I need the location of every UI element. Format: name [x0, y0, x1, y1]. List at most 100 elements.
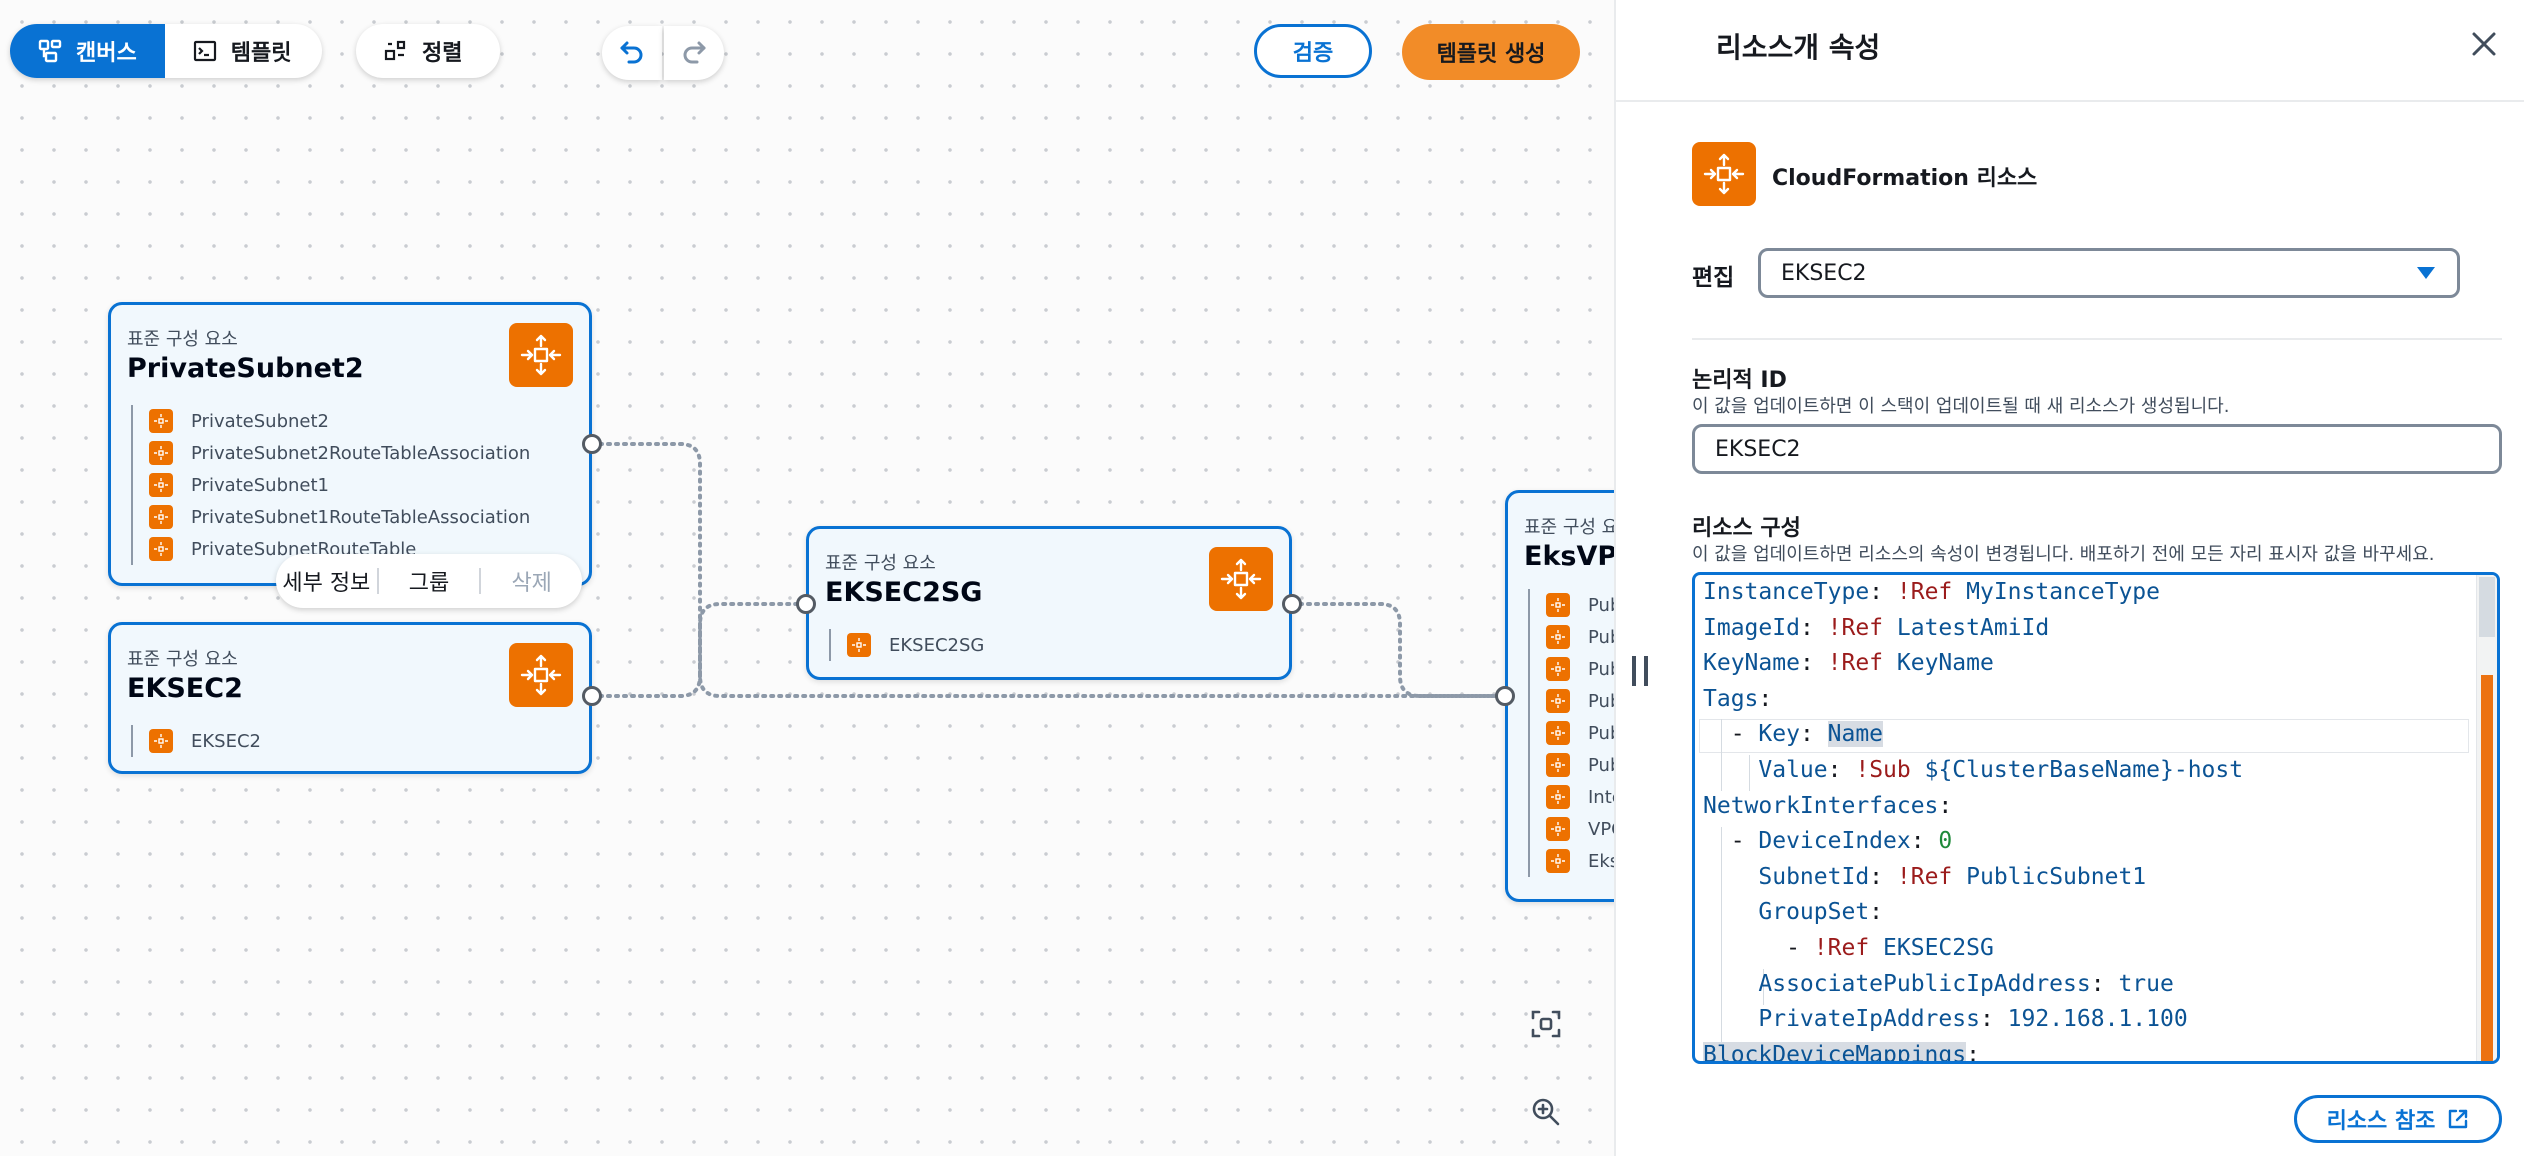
arrange-label: 정렬 — [422, 41, 463, 66]
logical-id-heading: 논리적 ID — [1692, 368, 1787, 393]
section-divider — [1692, 338, 2502, 340]
list-item[interactable]: PrivateSubnet1 — [149, 469, 530, 501]
list-item[interactable]: Pub — [1546, 749, 1614, 781]
connection-handle[interactable] — [1495, 686, 1515, 706]
logical-id-description: 이 값을 업데이트하면 이 스택이 업데이트될 때 새 리소스가 생성됩니다. — [1692, 396, 2230, 417]
code-content: InstanceType: !Ref MyInstanceType ImageI… — [1703, 575, 2243, 1061]
list-item[interactable]: Pub — [1546, 685, 1614, 717]
template-view-button[interactable]: 템플릿 — [165, 24, 320, 78]
caret-down-icon — [2417, 267, 2435, 279]
resource-reference-button[interactable]: 리소스 참조 — [2294, 1095, 2502, 1143]
canvas-view-button[interactable]: 캔버스 — [10, 24, 165, 78]
code-line: AssociatePublicIpAddress: true — [1758, 970, 2174, 997]
node-privatesubnet2[interactable]: 표준 구성 요소 PrivateSubnet2 PrivateSubnet2 P… — [108, 302, 592, 586]
connection-handle[interactable] — [582, 434, 602, 454]
indent-guide — [1749, 755, 1750, 791]
resource-icon — [1546, 721, 1570, 745]
resource-icon — [1546, 817, 1570, 841]
cloudformation-resource-icon — [1692, 142, 1756, 206]
fit-view-icon — [1530, 1008, 1562, 1044]
delete-menu-item[interactable]: 삭제 — [511, 571, 552, 596]
resource-icon — [1546, 753, 1570, 777]
code-line: NetworkInterfaces: — [1703, 792, 1953, 819]
code-line: InstanceType: !Ref MyInstanceType — [1703, 579, 2160, 605]
arrange-button[interactable]: 정렬 — [356, 24, 500, 78]
code-line: ImageId: !Ref LatestAmiId — [1703, 614, 2050, 641]
zoom-in-button[interactable] — [1520, 1088, 1572, 1140]
list-item[interactable]: PrivateSubnet2RouteTableAssociation — [149, 437, 530, 469]
scrollbar-thumb[interactable] — [2479, 577, 2495, 637]
node-eksec2sg[interactable]: 표준 구성 요소 EKSEC2SG EKSEC2SG — [806, 526, 1292, 680]
resource-icon — [1546, 593, 1570, 617]
code-line: KeyName: !Ref KeyName — [1703, 650, 1994, 677]
list-item[interactable]: Pub — [1546, 717, 1614, 749]
list-item[interactable]: Pub — [1546, 621, 1614, 653]
resource-icon — [1546, 657, 1570, 681]
close-icon — [2466, 32, 2502, 66]
connection-handle[interactable] — [796, 594, 816, 614]
template-icon — [193, 39, 217, 63]
code-line: SubnetId: !Ref PublicSubnet1 — [1758, 863, 2147, 890]
resource-config-heading: 리소스 구성 — [1692, 516, 1801, 541]
code-editor[interactable]: InstanceType: !Ref MyInstanceType ImageI… — [1692, 572, 2500, 1064]
list-item[interactable]: Pub — [1546, 589, 1614, 621]
resource-list: Pub Pub Pub Pub Pub Pub Inte VPC Eks — [1528, 589, 1614, 877]
external-link-icon — [2447, 1108, 2469, 1130]
resource-reference-label: 리소스 참조 — [2326, 1109, 2436, 1134]
redo-icon — [679, 36, 709, 70]
list-item-label: Pub — [1588, 754, 1614, 776]
resource-type-label: CloudFormation 리소스 — [1772, 166, 2038, 191]
menu-divider — [376, 568, 379, 594]
list-item[interactable]: PrivateSubnet2 — [149, 405, 530, 437]
resource-config-description: 이 값을 업데이트하면 리소스의 속성이 변경됩니다. 배포하기 전에 모든 자… — [1692, 544, 2435, 565]
resource-list: EKSEC2 — [131, 725, 261, 757]
indent-guide — [1721, 827, 1722, 1061]
close-button[interactable] — [2466, 26, 2502, 62]
node-category: 표준 구성 요소 — [127, 329, 238, 350]
list-item[interactable]: PrivateSubnet1RouteTableAssociation — [149, 501, 530, 533]
node-eksec2[interactable]: 표준 구성 요소 EKSEC2 EKSEC2 — [108, 622, 592, 774]
list-item[interactable]: Eks — [1546, 845, 1614, 877]
list-item[interactable]: EKSEC2 — [149, 725, 261, 757]
list-item[interactable]: EKSEC2SG — [847, 629, 984, 661]
canvas[interactable]: 캔버스 템플릿 정렬 검증 템플릿 생성 표준 구성 요소 PrivateSub — [0, 0, 1614, 1156]
connection-handle[interactable] — [1282, 594, 1302, 614]
resource-select[interactable]: EKSEC2 — [1758, 248, 2460, 298]
undo-button[interactable] — [602, 26, 662, 80]
resource-icon — [1546, 785, 1570, 809]
list-item[interactable]: Pub — [1546, 653, 1614, 685]
indent-guide — [1763, 969, 1764, 1005]
node-eksvpc[interactable]: 표준 구성 요소 EksVPC Pub Pub Pub Pub Pub Pub … — [1505, 490, 1614, 902]
edge-eksec2sg-eksvpc — [1290, 602, 1507, 698]
scrollbar-marker — [2481, 675, 2493, 1061]
code-line: Tags: — [1703, 685, 1773, 712]
group-menu-item[interactable]: 그룹 — [408, 571, 450, 596]
fit-view-button[interactable] — [1520, 1000, 1572, 1052]
template-view-label: 템플릿 — [230, 41, 292, 66]
list-item[interactable]: VPC — [1546, 813, 1614, 845]
panel-title: 리소스개 속성 — [1716, 31, 1881, 64]
resource-list: PrivateSubnet2 PrivateSubnet2RouteTableA… — [131, 405, 530, 565]
code-line: PrivateIpAddress: 192.168.1.100 — [1758, 1006, 2188, 1033]
list-item-label: PrivateSubnet1 — [191, 474, 330, 496]
properties-panel: 리소스개 속성 CloudFormation 리소스 편집 EKSEC2 논리적… — [1614, 0, 2524, 1156]
resource-icon — [1546, 689, 1570, 713]
list-item-label: Pub — [1588, 722, 1614, 744]
editor-scrollbar[interactable] — [2476, 575, 2497, 1061]
create-template-button[interactable]: 템플릿 생성 — [1402, 24, 1580, 80]
list-item-label: Pub — [1588, 690, 1614, 712]
validate-button[interactable]: 검증 — [1254, 24, 1372, 78]
menu-divider — [479, 568, 482, 594]
resource-group-icon — [509, 643, 573, 707]
list-item[interactable]: Inte — [1546, 781, 1614, 813]
list-item-label: Inte — [1588, 786, 1614, 808]
panel-resize-handle[interactable] — [1632, 656, 1648, 686]
details-menu-item[interactable]: 세부 정보 — [282, 571, 371, 596]
logical-id-input[interactable]: EKSEC2 — [1692, 424, 2502, 474]
redo-button[interactable] — [664, 26, 724, 80]
connection-handle[interactable] — [582, 686, 602, 706]
code-line: - !Ref EKSEC2SG — [1703, 934, 1994, 961]
list-item-label: Eks — [1588, 850, 1614, 872]
list-item-label: PrivateSubnet2 — [191, 410, 330, 432]
edit-label: 편집 — [1692, 265, 1735, 291]
